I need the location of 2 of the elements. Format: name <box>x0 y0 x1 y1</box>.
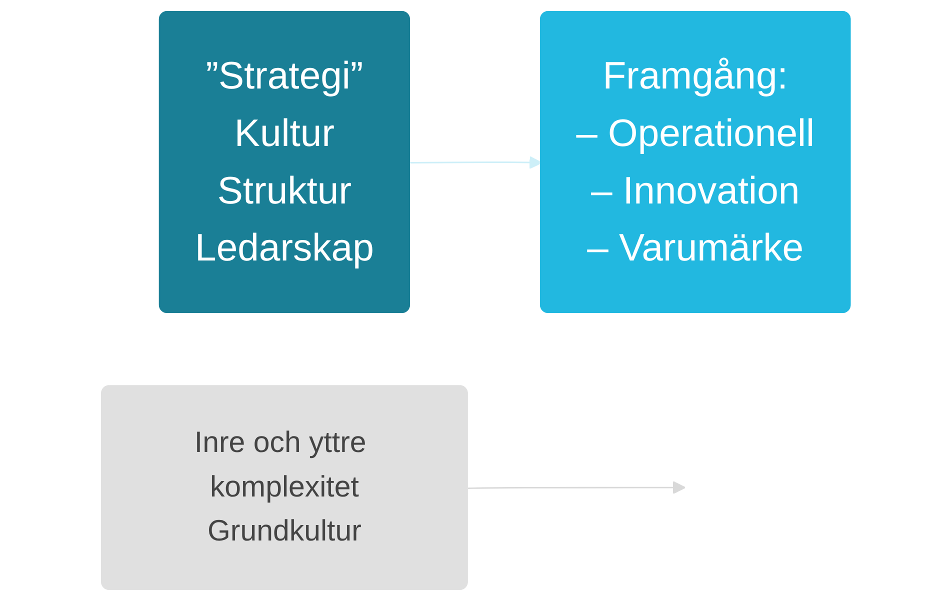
arrow <box>410 156 542 170</box>
arrow <box>468 481 686 494</box>
